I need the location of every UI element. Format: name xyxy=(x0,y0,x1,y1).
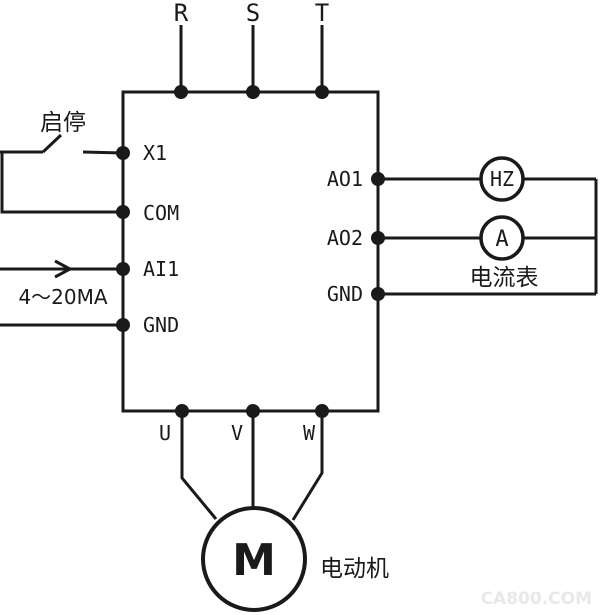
ammeter-label: A xyxy=(495,227,508,252)
terminal-dot-t xyxy=(315,85,329,99)
watermark: CA800.COM xyxy=(481,589,592,609)
terminal-dot-ao2 xyxy=(371,231,385,245)
motor-symbol: M xyxy=(232,535,276,586)
terminal-dot-x1 xyxy=(116,146,130,160)
hz-meter-label: HZ xyxy=(490,167,514,191)
terminal-com-label: COM xyxy=(143,201,179,225)
w-wire xyxy=(291,411,324,521)
switch-return-wire xyxy=(0,152,123,214)
phase-r-label: R xyxy=(174,0,189,27)
terminal-gnd-left-label: GND xyxy=(143,313,179,337)
terminal-dot-ao1 xyxy=(371,172,385,186)
terminal-ai1-label: AI1 xyxy=(143,257,179,281)
terminal-dot-com xyxy=(116,205,130,219)
motor-caption: 电动机 xyxy=(320,556,389,582)
terminal-v-label: V xyxy=(231,421,243,445)
motor-circle xyxy=(201,506,307,612)
terminal-dot-v xyxy=(246,404,260,418)
terminal-dot-r xyxy=(174,85,188,99)
terminal-dot-s xyxy=(246,85,260,99)
terminal-x1-label: X1 xyxy=(143,141,167,165)
phase-s-label: S xyxy=(246,0,260,27)
terminal-dot-gnd-right xyxy=(371,287,385,301)
terminal-dot-u xyxy=(175,404,189,418)
terminal-dot-ai1 xyxy=(116,262,130,276)
terminal-u-label: U xyxy=(159,421,171,445)
terminal-dot-w xyxy=(315,404,329,418)
ammeter-circle xyxy=(479,215,525,261)
terminal-w-label: W xyxy=(303,421,316,445)
phase-t-label: T xyxy=(315,0,329,27)
signal-arrow-icon xyxy=(54,259,74,279)
terminal-dot-gnd-left xyxy=(116,318,130,332)
u-wire xyxy=(180,411,218,520)
inverter-box xyxy=(121,90,380,413)
terminal-ao2-label: AO2 xyxy=(327,226,363,250)
ammeter-caption: 电流表 xyxy=(470,265,539,291)
start-stop-label: 启停 xyxy=(40,110,86,136)
terminal-ao1-label: AO1 xyxy=(327,167,363,191)
switch-blade xyxy=(41,133,63,154)
signal-range-label: 4～20MA xyxy=(18,285,107,309)
terminal-gnd-right-label: GND xyxy=(327,282,363,306)
hz-meter-circle xyxy=(479,156,525,202)
